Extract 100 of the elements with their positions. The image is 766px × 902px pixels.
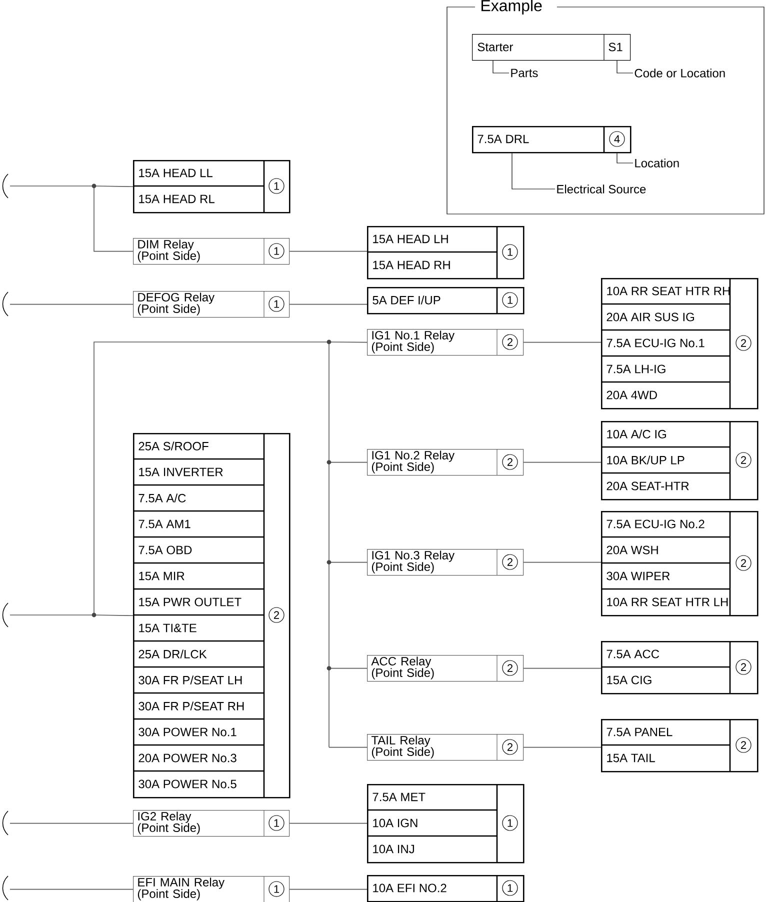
fuse-name: 25A S/ROOF: [138, 442, 208, 450]
callout-text: Electrical Source: [557, 184, 646, 194]
fuse-block: [367, 226, 524, 280]
location-number: 2: [736, 555, 752, 571]
location-number: 1: [268, 815, 284, 831]
fuse-name: 20A POWER No.3: [138, 754, 236, 762]
location-number: 1: [502, 292, 518, 308]
fuse-block: [601, 641, 758, 694]
location-number: 2: [736, 737, 752, 753]
location-number: 1: [268, 243, 284, 259]
wire: [523, 668, 602, 669]
relay-box: ACC Relay (Point Side) 2: [367, 654, 524, 682]
wire: [94, 614, 134, 616]
callout-text: Parts: [511, 68, 538, 78]
fuse-name: 15A HEAD RH: [373, 260, 450, 270]
wire: [289, 888, 368, 890]
fuse-name: 7.5A PANEL: [606, 728, 672, 736]
location-number: 4: [609, 131, 625, 147]
relay-box: IG1 No.1 Relay (Point Side) 2: [367, 328, 524, 356]
fuse-name: 7.5A ECU-IG No.1: [606, 338, 704, 348]
fuse-name: 15A HEAD LL: [139, 168, 212, 178]
wire: [523, 562, 602, 563]
fuse-name: 15A INVERTER: [139, 468, 223, 476]
location-number: 1: [268, 296, 284, 312]
fuse-name: 25A DR/LCK: [138, 650, 207, 658]
fuse-name: 30A POWER No.5: [138, 780, 236, 788]
fuse-name: 10A IGN: [373, 818, 418, 828]
example-box: 7.5A DRL 4: [472, 126, 632, 154]
fuse-name: 30A FR P/SEAT RH: [138, 702, 244, 710]
wire: [328, 462, 368, 463]
fuse-name: 20A SEAT-HTR: [606, 482, 689, 490]
fuse-block: [367, 784, 524, 864]
fuse-name: 15A TI&TE: [139, 624, 196, 632]
location-number: 2: [502, 454, 518, 470]
fuse-name: 15A HEAD LH: [373, 234, 448, 244]
wire: [328, 668, 368, 669]
fuse-name: 30A POWER No.1: [138, 728, 236, 736]
fuse-block: [367, 875, 524, 902]
wire: [523, 746, 602, 748]
relay-box: IG1 No.3 Relay (Point Side) 2: [367, 548, 524, 576]
location-number: 2: [502, 660, 518, 676]
wire: [94, 342, 330, 748]
wire: [328, 746, 368, 748]
fuse-name: 20A AIR SUS IG: [606, 312, 694, 322]
fuse-name: 7.5A AM1: [138, 520, 190, 528]
location-number: 1: [502, 880, 518, 896]
fuse-name: 10A RR SEAT HTR LH: [607, 598, 728, 606]
location-number: 2: [502, 554, 518, 570]
wire: [10, 888, 134, 890]
fuse-name: 15A MIR: [139, 572, 184, 580]
location-number: 1: [268, 881, 284, 897]
fuse-name: 10A EFI NO.2: [373, 884, 446, 892]
leader-line: [492, 60, 510, 74]
location-number: 1: [502, 815, 518, 831]
fuse-name: 15A PWR OUTLET: [139, 598, 242, 606]
wire: [289, 304, 368, 305]
wire: [94, 186, 134, 252]
location-number: 2: [736, 335, 752, 351]
leader-line: [512, 153, 556, 190]
wire: [10, 614, 94, 616]
relay-box: EFI MAIN Relay (Point Side) 1: [133, 876, 290, 902]
fuse-name: 7.5A A/C: [138, 494, 186, 502]
fuse-name: 5A DEF I/UP: [372, 296, 440, 304]
wire: [523, 462, 602, 463]
example-box: Starter S1: [472, 34, 631, 61]
fuse-block: [601, 278, 758, 410]
fuse-name: 10A INJ: [373, 844, 414, 854]
fuse-name: 10A BK/UP LP: [607, 456, 684, 464]
fuse-block: [601, 719, 758, 772]
wire: [289, 250, 368, 252]
fuse-name: 20A 4WD: [606, 390, 657, 400]
fuse-block: [367, 287, 524, 314]
wire: [523, 342, 602, 343]
fuse-name: 15A TAIL: [607, 754, 655, 762]
location-number: 2: [736, 452, 752, 468]
wire: [94, 186, 134, 188]
leader-line: [616, 153, 634, 164]
fuse-name: 30A WIPER: [606, 572, 670, 580]
relay-box: IG2 Relay (Point Side) 1: [133, 810, 290, 837]
relay-box: IG1 No.2 Relay (Point Side) 2: [367, 448, 524, 476]
fuse-name: 10A RR SEAT HTR RH: [607, 286, 730, 296]
wire: [289, 822, 368, 824]
relay-box: TAIL Relay (Point Side) 2: [367, 734, 524, 761]
fuse-name: 7.5A MET: [372, 792, 426, 802]
fuse-name: 20A WSH: [606, 546, 658, 554]
fuse-block: [133, 160, 290, 214]
location-number: 2: [268, 607, 284, 623]
fuse-name: 30A FR P/SEAT LH: [138, 676, 242, 684]
location-number: 2: [736, 659, 752, 675]
location-number: 1: [268, 178, 284, 194]
wire: [328, 342, 368, 343]
location-number: 2: [502, 739, 518, 755]
relay-box: DIM Relay (Point Side) 1: [133, 238, 290, 265]
wire: [10, 822, 134, 824]
wire: [328, 562, 368, 563]
callout-text: Code or Location: [634, 68, 725, 78]
leader-line: [616, 60, 634, 74]
location-number: 1: [502, 244, 518, 260]
relay-box: DEFOG Relay (Point Side) 1: [133, 290, 290, 318]
location-number: 2: [502, 334, 518, 350]
